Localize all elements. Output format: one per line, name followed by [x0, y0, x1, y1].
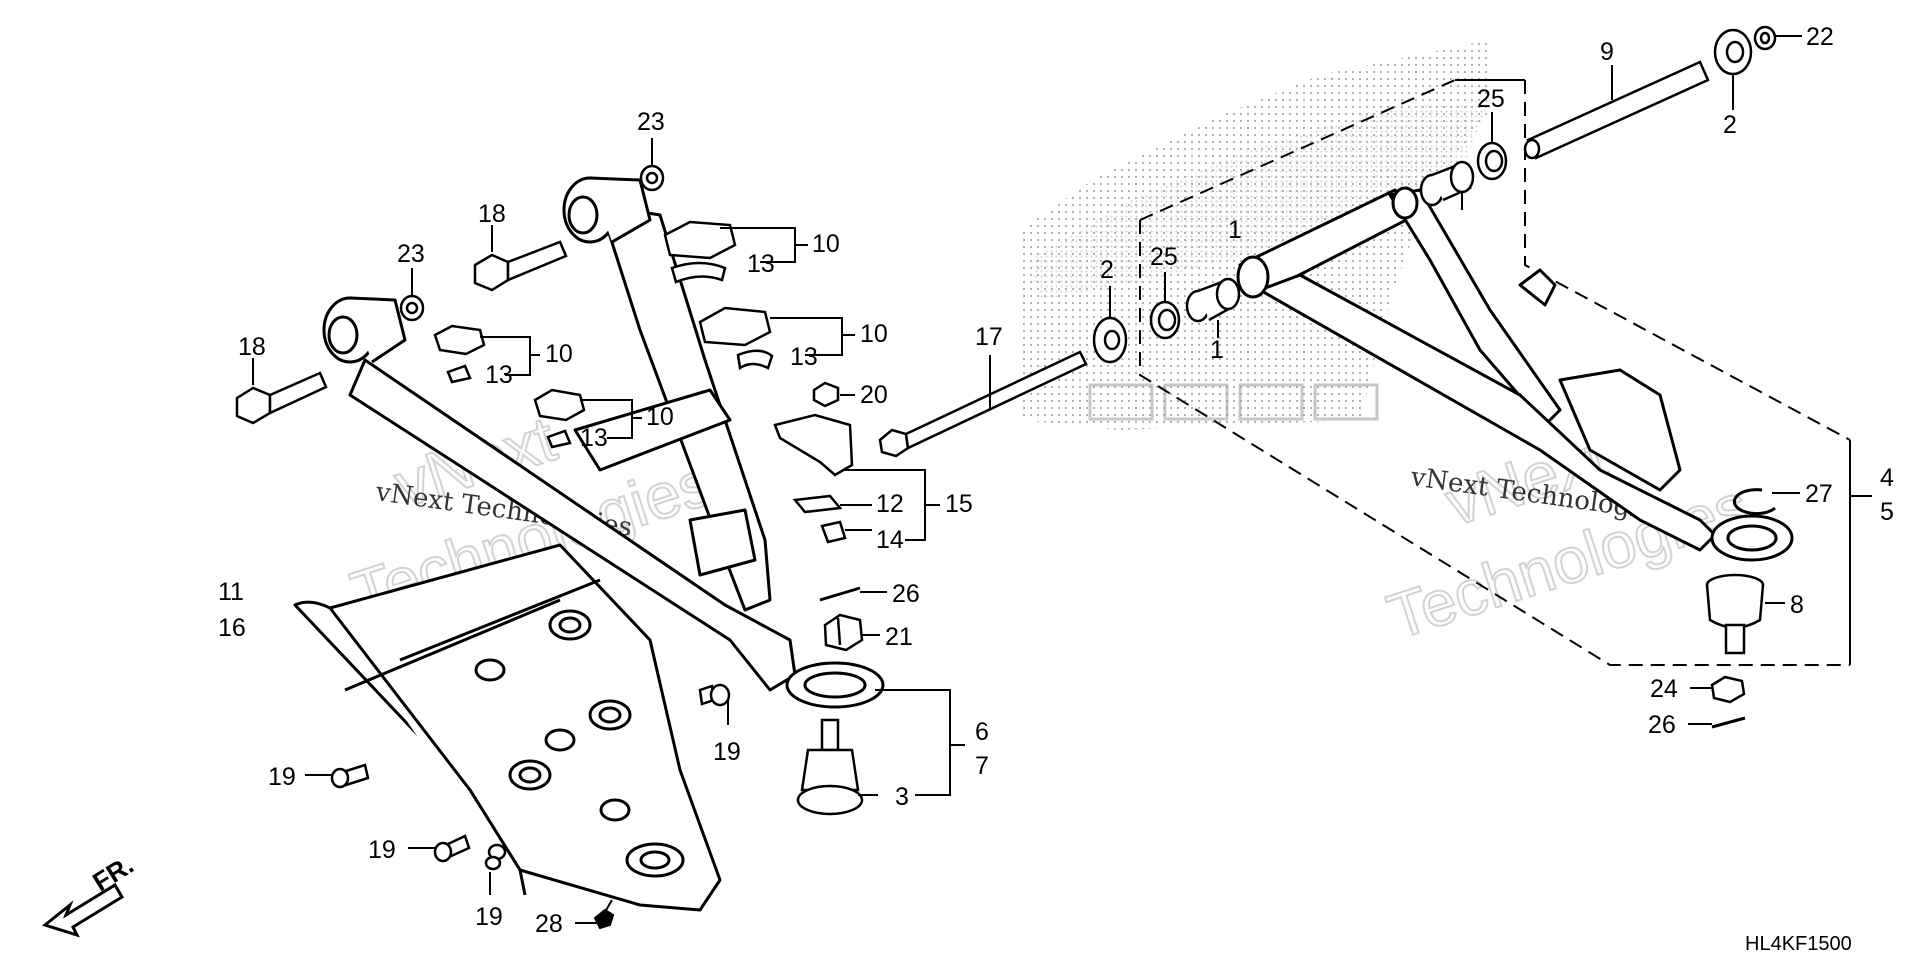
nut-20 — [812, 381, 840, 408]
callout-16: 16 — [218, 614, 246, 642]
circlip-27 — [1732, 488, 1776, 516]
callout-3: 3 — [895, 783, 909, 811]
bracket-15 — [773, 413, 854, 477]
diagram-code: HL4KF1500 — [1745, 933, 1852, 955]
ball-joint-8 — [1705, 573, 1765, 655]
callout-6: 6 — [975, 718, 989, 746]
callout-15: 15 — [945, 490, 973, 518]
clip-14 — [820, 520, 847, 544]
callout-28: 28 — [535, 910, 563, 938]
washer-2-left — [1092, 316, 1128, 364]
callout-10-d: 10 — [646, 403, 674, 431]
honda-lettering — [1088, 383, 1379, 421]
callout-27: 27 — [1805, 480, 1833, 508]
seal-25-right — [1476, 141, 1508, 181]
pivot-shaft-9 — [1523, 60, 1710, 160]
callout-13-d: 13 — [580, 424, 608, 452]
skid-plate — [293, 543, 722, 912]
callout-18-upper: 18 — [478, 200, 506, 228]
plate-12 — [792, 494, 843, 514]
castle-nut-24 — [1710, 675, 1746, 704]
nut-23-upper — [639, 164, 665, 192]
callout-23-lower: 23 — [397, 240, 425, 268]
callout-25-right: 25 — [1477, 85, 1505, 113]
callout-21: 21 — [885, 623, 913, 651]
callout-19-d: 19 — [475, 903, 503, 931]
bolt-17 — [878, 350, 1088, 458]
seal-25-left — [1149, 300, 1181, 340]
callout-10-a: 10 — [812, 230, 840, 258]
callout-12: 12 — [876, 490, 904, 518]
callout-25-left: 25 — [1150, 243, 1178, 271]
callout-7: 7 — [975, 752, 989, 780]
upper-arm-left — [322, 176, 885, 709]
callout-22: 22 — [1806, 23, 1834, 51]
callout-19-c: 19 — [713, 738, 741, 766]
callout-13-a: 13 — [747, 250, 775, 278]
callout-10-b: 10 — [860, 320, 888, 348]
callout-5: 5 — [1880, 498, 1894, 526]
nut-22 — [1753, 25, 1777, 51]
callout-18-lower: 18 — [238, 333, 266, 361]
assembly-outline-dashed — [1139, 79, 1851, 666]
bushing-1-right — [1419, 160, 1475, 207]
bushing-1-left — [1185, 277, 1241, 323]
callout-26-left: 26 — [892, 580, 920, 608]
ball-joint-3 — [796, 718, 864, 816]
callout-1-right: 1 — [1228, 216, 1242, 244]
lower-arm-right — [1236, 186, 1794, 562]
washer-2-right — [1713, 28, 1753, 76]
callout-8: 8 — [1790, 591, 1804, 619]
callout-20: 20 — [860, 381, 888, 409]
callout-23-upper: 23 — [637, 108, 665, 136]
clamp-10-b — [698, 306, 774, 371]
front-label: FR. — [87, 849, 138, 897]
clamp-10-d — [533, 388, 586, 449]
callout-2-left: 2 — [1100, 256, 1114, 284]
leader-lines — [252, 35, 1872, 924]
bolt-28 — [593, 899, 615, 930]
callout-2-right: 2 — [1723, 111, 1737, 139]
callout-4: 4 — [1880, 464, 1894, 492]
callout-19-b: 19 — [368, 836, 396, 864]
callout-13-b: 13 — [790, 343, 818, 371]
bolt-19-b — [433, 834, 471, 863]
callout-17: 17 — [975, 323, 1003, 351]
callout-13-c: 13 — [485, 361, 513, 389]
bolt-19-a — [330, 763, 370, 789]
callout-24: 24 — [1650, 675, 1678, 703]
callout-10-c: 10 — [545, 340, 573, 368]
front-arrow: FR. — [41, 849, 139, 938]
clamp-10-c — [433, 324, 486, 384]
callout-1-left: 1 — [1210, 336, 1224, 364]
clamp-10-a — [663, 220, 737, 284]
bolt-19-d — [484, 843, 507, 871]
cotter-pin-26-right — [1711, 716, 1746, 729]
bolt-18-lower — [235, 371, 328, 425]
nut-23-lower — [399, 294, 425, 322]
callouts: 1 1 2 2 3 4 5 6 7 8 9 10 10 10 10 11 12 … — [218, 23, 1894, 938]
callout-9: 9 — [1600, 38, 1614, 66]
callout-14: 14 — [876, 526, 904, 554]
cotter-pin-26-left — [819, 586, 861, 602]
callout-26-right: 26 — [1648, 711, 1676, 739]
castle-nut-21 — [823, 613, 864, 652]
bolt-18-upper — [473, 240, 568, 292]
callout-11: 11 — [218, 578, 244, 606]
callout-19-a: 19 — [268, 763, 296, 791]
bolt-19-c — [698, 683, 731, 707]
